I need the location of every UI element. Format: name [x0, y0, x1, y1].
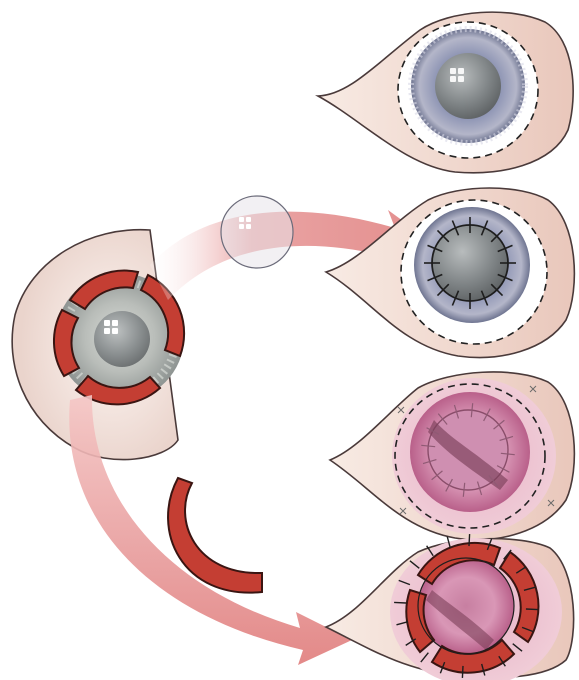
suture [469, 534, 470, 546]
healthy-eye-panel [318, 12, 573, 173]
limbal-graft-panel [326, 534, 574, 680]
suture [526, 609, 538, 610]
suture [462, 666, 463, 678]
pupil [435, 53, 501, 119]
corneal-button-disc [221, 196, 293, 268]
suture [394, 602, 406, 603]
donor-pupil [94, 311, 150, 367]
failed-graft-panel [330, 372, 574, 540]
corneal-graft-panel [326, 188, 574, 358]
